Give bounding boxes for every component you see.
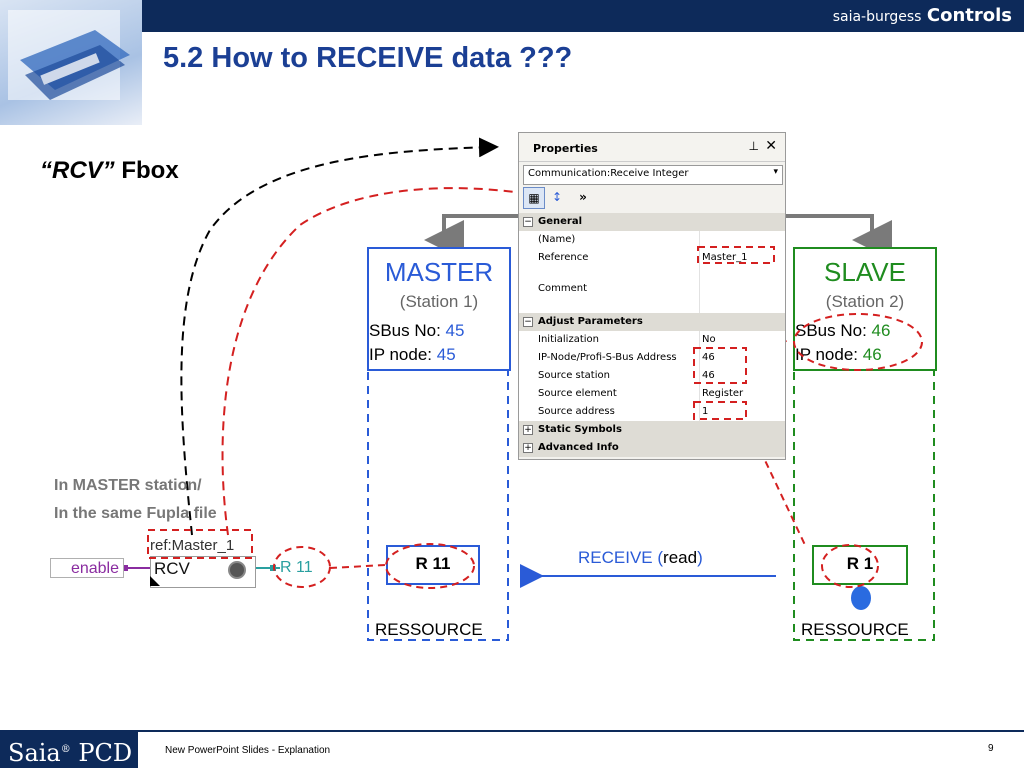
property-key: Source address [538, 406, 615, 417]
property-key: Initialization [538, 334, 599, 345]
footer-text: New PowerPoint Slides - Explanation [165, 745, 331, 756]
ip-value: 46 [862, 345, 882, 364]
category-advanced-info[interactable]: + Advanced Info [519, 439, 785, 457]
sbus-label: SBus No: [369, 321, 446, 340]
highlight-ip-and-station-values [693, 347, 747, 384]
property-value[interactable]: 46 [702, 370, 715, 381]
alphabetical-sort-icon[interactable]: ↕ [551, 190, 563, 204]
property-value[interactable]: Master_1 [702, 252, 748, 263]
expand-icon[interactable]: + [523, 443, 533, 453]
property-key: IP-Node/Profi-S-Bus Address [538, 352, 677, 363]
hardware-thumbnail-image [0, 0, 142, 125]
fupla-description-line1: In MASTER station/ [54, 477, 202, 494]
property-value[interactable]: No [702, 334, 716, 345]
master-ip: IP node: 45 [369, 345, 456, 365]
rcv-fbox-label: RCV [154, 559, 190, 578]
fupla-description-line2: In the same Fupla file [54, 505, 217, 522]
expand-icon[interactable]: + [523, 425, 533, 435]
properties-toolbar: ▦ ↕ » [523, 187, 781, 209]
receive-read: read [663, 548, 698, 567]
fbox-status-knob [228, 561, 246, 579]
slave-station-number: (Station 2) [825, 292, 905, 311]
properties-title: Properties [533, 142, 598, 155]
red-link-r11 [329, 564, 386, 569]
categorized-icon[interactable]: ▦ [523, 187, 545, 209]
master-sbus: SBus No: 45 [369, 321, 464, 341]
property-key: Comment [538, 283, 587, 294]
category-label: Advanced Info [538, 442, 619, 453]
master-station-box: MASTER (Station 1) SBus No: 45 IP node: … [367, 247, 511, 371]
highlight-source-address-value [693, 401, 747, 420]
category-label: Static Symbols [538, 424, 622, 435]
ip-value: 45 [436, 345, 456, 364]
property-key: Reference [538, 252, 589, 263]
fbox-output-register: R 11 [280, 559, 313, 576]
property-key: Source station [538, 370, 610, 381]
brand-company: saia-burgess [832, 9, 922, 25]
property-key: (Name) [538, 234, 576, 245]
receive-label: RECEIVE (read) [578, 548, 703, 568]
receive-close: ) [697, 548, 703, 567]
rcv-rest: Fbox [114, 157, 179, 184]
master-station-number: (Station 1) [399, 292, 479, 311]
receive-text: RECEIVE ( [578, 548, 664, 567]
properties-panel: Properties ⊥ ✕ Communication:Receive Int… [518, 132, 786, 460]
property-row-comment[interactable]: Comment [519, 267, 785, 314]
bottom-bar [0, 730, 1024, 770]
highlight-reference-value [697, 246, 775, 264]
sbus-label: SBus No: [795, 321, 872, 340]
property-key: Source element [538, 388, 617, 399]
slide-title: 5.2 How to RECEIVE data ??? [163, 42, 573, 74]
property-value[interactable]: 46 [702, 352, 715, 363]
page-number: 9 [988, 743, 994, 754]
highlight-r11 [385, 543, 475, 589]
gray-connector-slave [784, 214, 892, 260]
gray-connector-master [424, 214, 520, 260]
category-label: General [538, 216, 582, 227]
slave-ip: IP node: 46 [795, 345, 882, 365]
slave-station-box: SLAVE (Station 2) SBus No: 46 IP node: 4… [793, 247, 937, 371]
highlight-fbox-ref [147, 529, 253, 559]
rcv-quoted: “RCV” [40, 157, 115, 184]
slave-sbus: SBus No: 46 [795, 321, 890, 341]
properties-header: Properties ⊥ ✕ [519, 133, 785, 162]
slave-resource-label: RESSOURCE [801, 620, 909, 639]
chevron-down-icon[interactable]: ▾ [773, 167, 778, 177]
brand-logo: saia-burgess Controls [833, 5, 1012, 26]
master-resource-label: RESSOURCE [375, 620, 483, 639]
highlight-r1 [821, 544, 879, 588]
sbus-value: 46 [871, 321, 891, 340]
blue-dot [851, 586, 871, 610]
fbox-corner-marker [150, 576, 160, 586]
ip-label: IP node: [369, 345, 437, 364]
property-value[interactable]: Register [702, 388, 744, 399]
brand-product: Controls [926, 5, 1012, 26]
enable-input[interactable]: enable [50, 558, 124, 578]
category-adjust-parameters[interactable]: − Adjust Parameters [519, 313, 785, 331]
category-static-symbols[interactable]: + Static Symbols [519, 421, 785, 439]
highlight-slave-ids [793, 313, 923, 371]
close-icon[interactable]: ✕ [765, 138, 777, 154]
black-dashed-link [180, 137, 499, 536]
category-label: Adjust Parameters [538, 316, 643, 327]
rcv-fbox-heading: “RCV” Fbox [40, 157, 179, 185]
pin-icon[interactable]: ⊥ [748, 139, 759, 153]
more-icon[interactable]: » [579, 190, 587, 204]
ip-label: IP node: [795, 345, 863, 364]
fbox-reference-label: ref:Master_1 [150, 537, 235, 554]
sbus-value: 45 [445, 321, 465, 340]
slave-name: SLAVE [824, 257, 906, 287]
master-name: MASTER [384, 257, 494, 287]
category-general[interactable]: − General [519, 213, 785, 231]
hardware-picture [8, 10, 130, 100]
saia-pcd-logo: Saia® PCD [0, 731, 138, 768]
object-select-combo[interactable]: Communication:Receive Integer ▾ [523, 165, 783, 185]
combo-value: Communication:Receive Integer [528, 168, 689, 179]
collapse-icon[interactable]: − [523, 317, 533, 327]
highlight-fbox-output [273, 546, 331, 588]
property-value[interactable]: 1 [702, 406, 709, 417]
top-bar [0, 0, 1024, 32]
collapse-icon[interactable]: − [523, 217, 533, 227]
